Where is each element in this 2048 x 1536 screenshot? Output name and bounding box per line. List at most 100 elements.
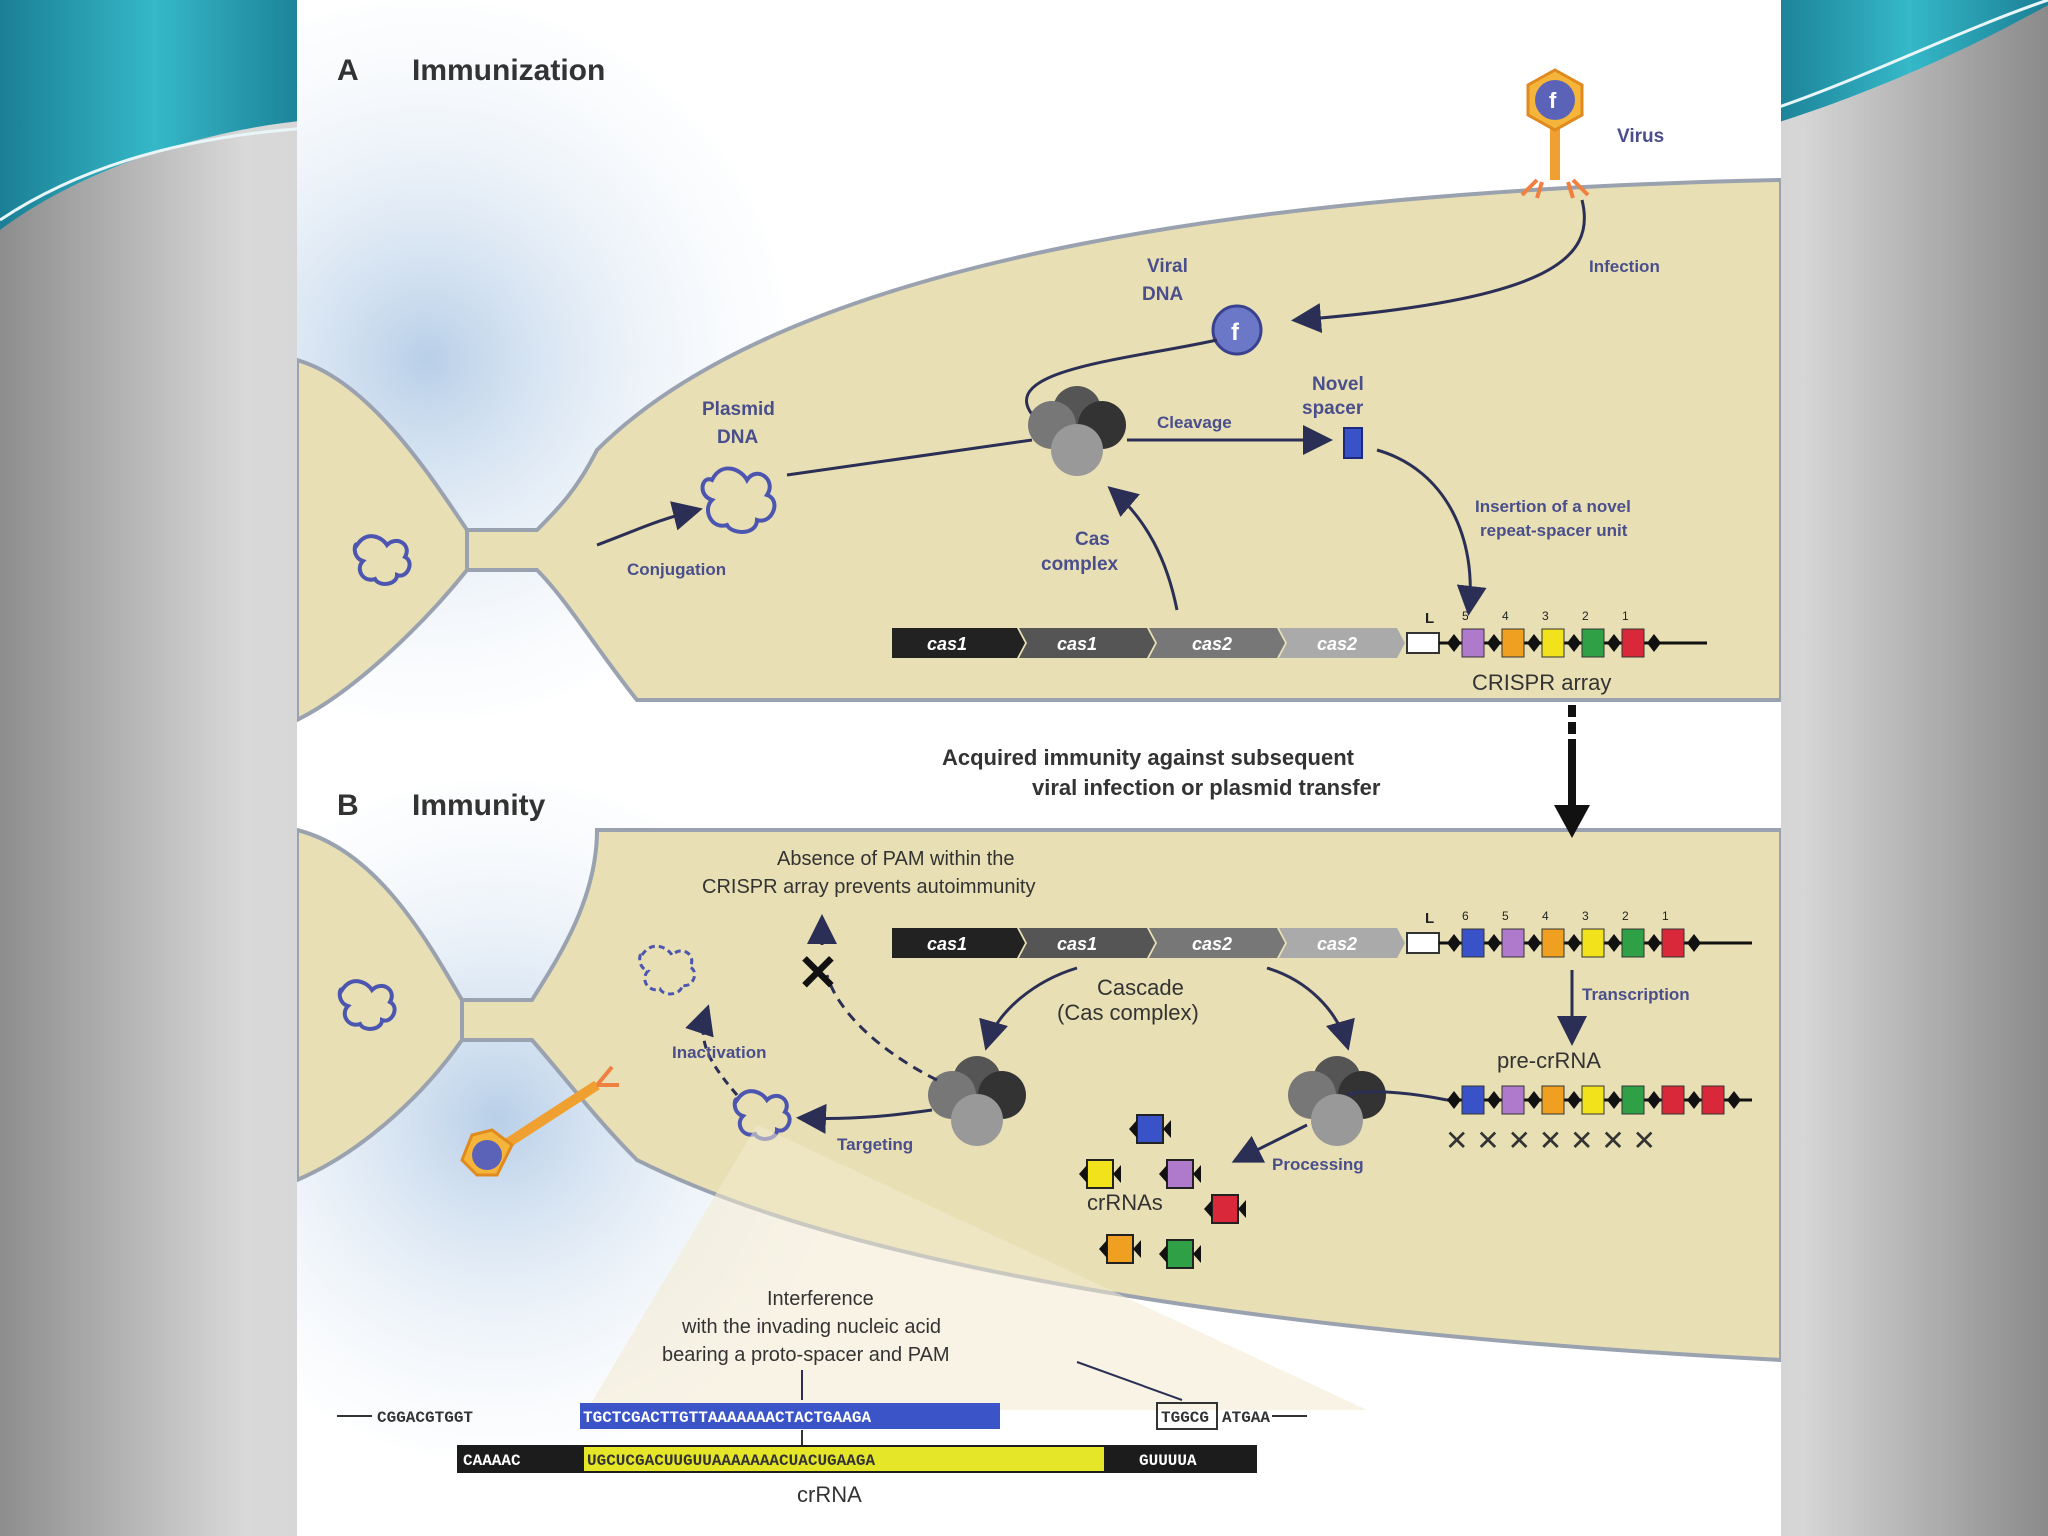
viral-dna-label-1: Viral <box>1147 256 1188 277</box>
spacer-unit <box>1501 628 1525 658</box>
svg-text:1: 1 <box>1662 909 1669 923</box>
crrna-sequence: CAAAAC UGCUCGACUUGUUAAAAAAACUACUGAAGA GU… <box>457 1445 1257 1473</box>
cas-complex-label-2: complex <box>1041 554 1119 575</box>
plasmid-small-a <box>352 534 412 586</box>
virus-b-icon <box>460 1065 619 1177</box>
processing-label: Processing <box>1272 1155 1364 1174</box>
crrna-repeat-tag <box>1159 1245 1167 1263</box>
repeat-unit <box>1487 1091 1501 1109</box>
panel-b-title: Immunity <box>412 789 546 822</box>
zoom-wedge <box>587 1125 1367 1410</box>
repeat-unit <box>1567 634 1581 652</box>
crrna-repeat-tag <box>1133 1240 1141 1258</box>
interference-label-2: with the invading nucleic acid <box>681 1316 941 1338</box>
down-arrow <box>1554 705 1590 838</box>
cascade-label-2: (Cas complex) <box>1057 1000 1199 1025</box>
pre-crrna-array: ✕ ✕ ✕ ✕ ✕ ✕ ✕ <box>1445 1085 1752 1156</box>
interference-label-3: bearing a proto-spacer and PAM <box>662 1344 950 1366</box>
infection-label: Infection <box>1589 257 1660 276</box>
targeting-label: Targeting <box>837 1135 913 1154</box>
absence-pam-label-2: CRISPR array prevents autoimmunity <box>702 876 1035 898</box>
repeat-unit <box>1447 934 1461 952</box>
spacer-numbers-b: 6 5 4 3 2 1 <box>1462 909 1669 923</box>
crrna-repeat-tag <box>1193 1165 1201 1183</box>
leader-label-b: L <box>1425 910 1434 927</box>
spacer-unit <box>1461 928 1485 958</box>
rna-spacer-seq: UGCUCGACUUGUUAAAAAAACUACUGAAGA <box>587 1452 875 1470</box>
interference-label-1: Interference <box>767 1288 874 1310</box>
spacer-unit <box>1501 1085 1525 1115</box>
svg-text:3: 3 <box>1582 909 1589 923</box>
cas-operon-b: cas1 cas1 cas2 cas2 <box>892 928 1440 958</box>
transcription-label: Transcription <box>1582 985 1690 1004</box>
cell-a-right <box>465 177 1781 702</box>
svg-text:5: 5 <box>1462 609 1469 623</box>
crrna-label: crRNA <box>797 1482 862 1507</box>
insertion-label-1: Insertion of a novel <box>1475 497 1631 516</box>
repeat-unit <box>1687 1091 1701 1109</box>
gene-a-1: cas1 <box>927 634 967 654</box>
virus-icon: f <box>1520 68 1590 199</box>
panel-b-letter: B <box>337 789 359 822</box>
svg-text:f: f <box>1231 319 1240 346</box>
teal-swoosh-right <box>1770 0 2048 125</box>
svg-text:6: 6 <box>1462 909 1469 923</box>
svg-text:1: 1 <box>1622 609 1629 623</box>
crrna-highlight <box>584 1447 1104 1471</box>
repeat-unit <box>1567 1091 1581 1109</box>
viral-dna-icon: f <box>1211 304 1263 356</box>
repeat-unit <box>1527 634 1541 652</box>
teal-swoosh-left <box>0 0 310 230</box>
pam-box <box>1156 1402 1218 1430</box>
svg-text:5: 5 <box>1502 909 1509 923</box>
crrna-unit <box>1086 1159 1114 1189</box>
novel-spacer-label-2: spacer <box>1302 398 1364 419</box>
panel-a-title: Immunization <box>412 54 605 87</box>
spacer-unit <box>1621 628 1645 658</box>
crrnas-cluster <box>1079 1114 1246 1269</box>
crrna-repeat-tag <box>1113 1165 1121 1183</box>
repeat-unit <box>1647 934 1661 952</box>
plasmid-inactivated <box>638 944 696 996</box>
crrna-unit <box>1211 1194 1239 1224</box>
spacer-unit <box>1581 928 1605 958</box>
crrnas-label: crRNAs <box>1087 1190 1163 1215</box>
repeat-unit <box>1607 1091 1621 1109</box>
plasmid-dna-icon <box>700 466 777 534</box>
cas-complex-label-1: Cas <box>1075 529 1110 550</box>
cas-complex-b-left <box>928 1056 1026 1146</box>
viral-dna-label-2: DNA <box>1142 284 1183 305</box>
crrna-repeat-tag <box>1159 1165 1167 1183</box>
cell-b-right <box>460 828 1781 1363</box>
spacer-unit <box>1701 1085 1725 1115</box>
repeat-unit <box>1607 934 1621 952</box>
repeat-unit <box>1727 1091 1741 1109</box>
pre-crrna-label: pre-crRNA <box>1497 1048 1601 1073</box>
crrna-repeat-tag <box>1079 1165 1087 1183</box>
gene-b-3: cas2 <box>1192 934 1232 954</box>
spacer-numbers-a: 5 4 3 2 1 <box>1462 609 1629 623</box>
spacer-unit <box>1621 928 1645 958</box>
acquired-immunity-label-1: Acquired immunity against subsequent <box>942 745 1355 770</box>
dna-right-seq: ATGAA <box>1222 1409 1270 1427</box>
rna-right-seq: GUUUUA <box>1139 1452 1197 1470</box>
repeat-unit <box>1647 1091 1661 1109</box>
gene-b-4: cas2 <box>1317 934 1357 954</box>
crispr-array-a <box>1439 628 1707 658</box>
spacer-unit <box>1581 1085 1605 1115</box>
crrna-repeat-tag <box>1129 1120 1137 1138</box>
absence-pam-label-1: Absence of PAM within the <box>777 848 1015 870</box>
figure-panel: A Immunization f Virus Infection Viral D… <box>297 0 1781 1536</box>
novel-spacer-label-1: Novel <box>1312 374 1364 395</box>
cas-complex-a <box>1028 386 1126 476</box>
cas-operon-a: cas1 cas1 cas2 cas2 <box>892 628 1440 658</box>
crrna-unit <box>1166 1239 1194 1269</box>
spacer-unit <box>1541 628 1565 658</box>
crrna-repeat-tag <box>1238 1200 1246 1218</box>
crrna-unit <box>1166 1159 1194 1189</box>
repeat-unit <box>1447 634 1461 652</box>
repeat-unit <box>1527 1091 1541 1109</box>
cascade-label-1: Cascade <box>1097 975 1184 1000</box>
gene-a-4: cas2 <box>1317 634 1357 654</box>
dna-pam-seq: TGGCG <box>1161 1409 1209 1427</box>
